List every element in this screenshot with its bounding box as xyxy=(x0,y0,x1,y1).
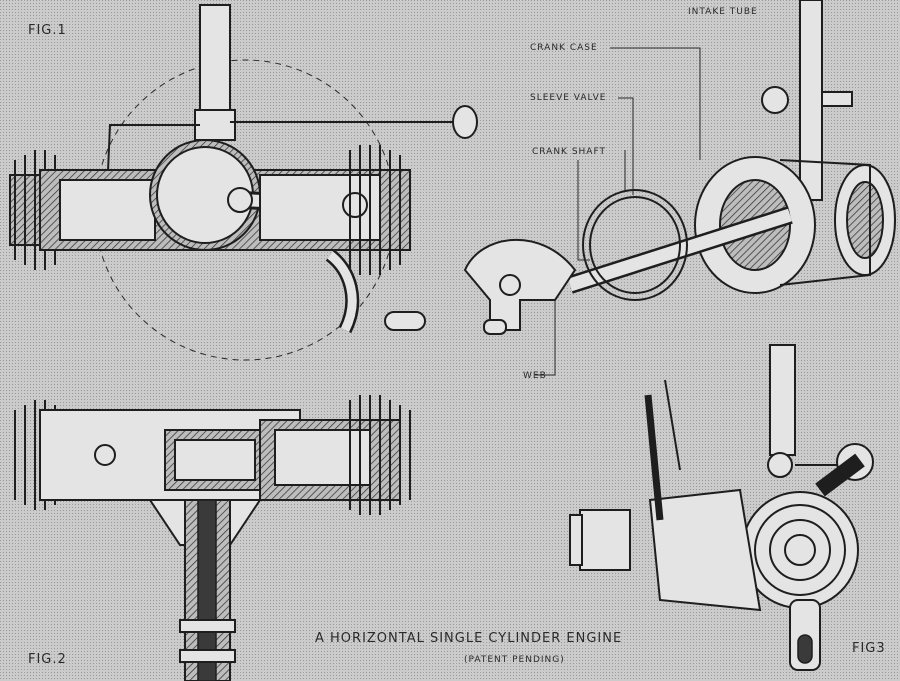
web-label: WEB xyxy=(523,371,547,381)
fig1-label: FIG.1 xyxy=(28,23,67,38)
crank-case-label: CRANK CASE xyxy=(530,43,598,53)
fig3-end-view xyxy=(569,344,874,671)
fig1-cross-section xyxy=(9,4,478,361)
fig3-label: FIG3 xyxy=(852,641,886,656)
crank-shaft-label: CRANK SHAFT xyxy=(532,147,606,157)
intake-tube-label: INTAKE TUBE xyxy=(688,7,758,17)
caption-subtitle: (PATENT PENDING) xyxy=(464,655,565,665)
fig2-cross-section xyxy=(14,395,411,681)
exploded-view xyxy=(463,0,896,335)
fig2-label: FIG.2 xyxy=(28,652,67,667)
sleeve-valve-label: SLEEVE VALVE xyxy=(530,93,606,103)
caption-title: A HORIZONTAL SINGLE CYLINDER ENGINE xyxy=(315,631,622,646)
leader-lines xyxy=(535,47,701,376)
